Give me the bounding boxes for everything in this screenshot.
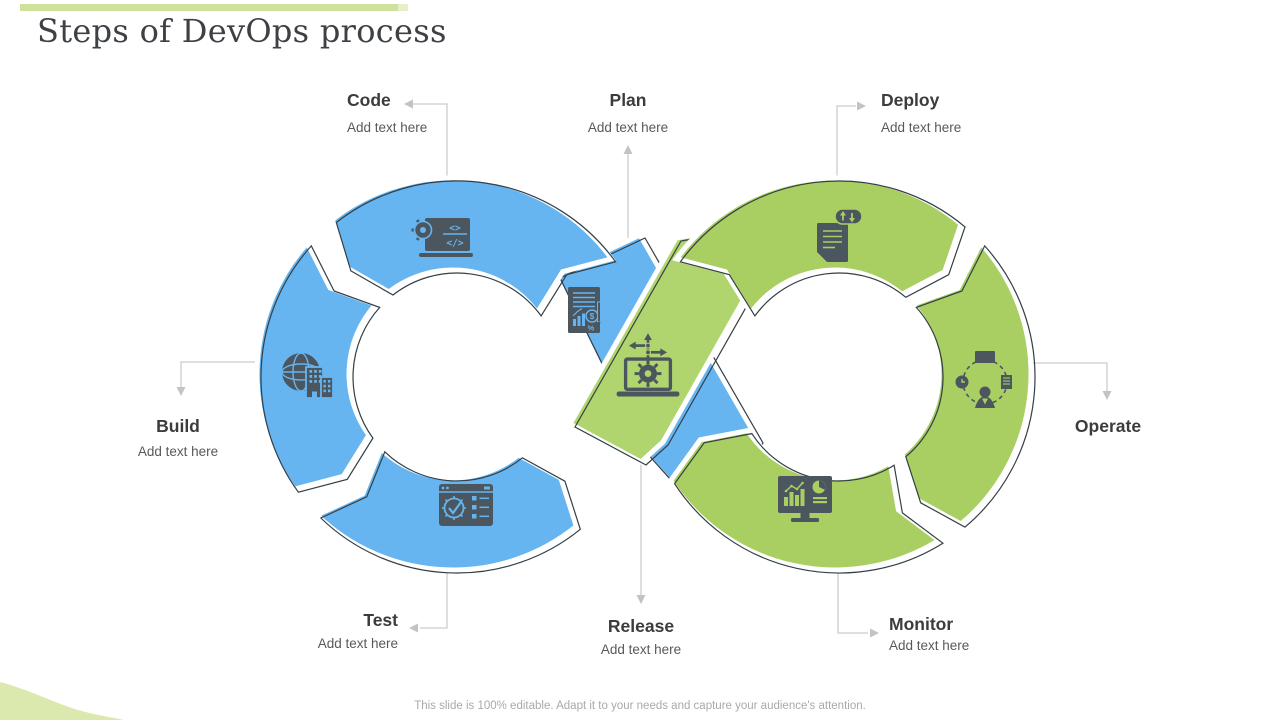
arrowhead-icon [870,628,879,638]
step-placeholder-plan[interactable]: Add text here [587,120,669,135]
svg-text:$: $ [590,312,595,321]
connector-release [636,452,646,604]
corner-wave-decoration [0,682,124,720]
svg-text:%: % [588,324,595,333]
arrowhead-icon [404,99,413,109]
connector-build [176,361,257,396]
step-label-test[interactable]: Test [363,610,398,630]
slide-title: Steps of DevOps process [37,12,447,50]
monitor-icon [778,476,832,522]
deploy-icon [817,208,863,262]
arrowhead-icon [623,145,633,154]
arrowhead-icon [1102,391,1112,400]
svg-text:</>: </> [446,238,463,249]
step-placeholder-code[interactable]: Add text here [347,120,428,135]
step-placeholder-test[interactable]: Add text here [317,636,398,651]
connector-operate [1031,362,1112,400]
step-placeholder-release[interactable]: Add text here [600,642,682,657]
code-icon: <> </> [411,218,473,257]
slide-footer-note: This slide is 100% editable. Adapt it to… [414,700,866,712]
step-label-monitor[interactable]: Monitor [889,614,954,634]
arrowhead-icon [409,623,418,633]
step-placeholder-monitor[interactable]: Add text here [889,638,970,653]
step-placeholder-deploy[interactable]: Add text here [881,120,962,135]
svg-text:<>: <> [449,223,461,234]
title-accent-bar [20,4,398,11]
step-label-deploy[interactable]: Deploy [881,90,940,110]
step-label-code[interactable]: Code [347,90,391,110]
build-icon [281,352,334,399]
plan-icon: $% [568,287,601,333]
connector-code [404,99,448,186]
step-label-plan[interactable]: Plan [609,90,647,110]
operate-icon [955,351,1012,408]
arrowhead-icon [857,101,866,111]
arrowhead-icon [176,387,186,396]
ring-segment-code [329,175,617,318]
test-icon [439,484,493,526]
arrowhead-icon [636,595,646,604]
step-placeholder-build[interactable]: Add text here [137,444,219,459]
connector-monitor [837,570,879,638]
step-label-operate[interactable]: Operate [1074,416,1142,436]
connector-test [409,566,448,633]
release-icon [616,333,680,397]
title-accent-bar-tip [398,4,408,11]
step-label-build[interactable]: Build [156,416,200,436]
connector-deploy [836,101,866,182]
step-label-release[interactable]: Release [607,616,675,636]
